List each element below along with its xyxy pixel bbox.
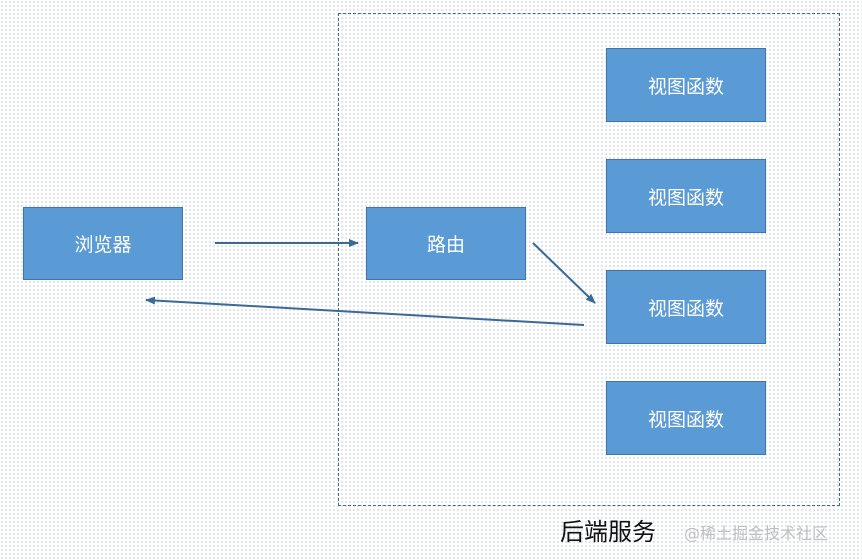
view-function-label: 视图函数	[647, 408, 724, 431]
view-function-node-3: 视图函数	[606, 270, 766, 344]
arrow-router-to-view	[532, 242, 596, 304]
arrow-view-to-browser	[145, 296, 585, 326]
router-node: 路由	[366, 207, 526, 280]
view-function-node-1: 视图函数	[606, 48, 766, 122]
backend-service-caption: 后端服务	[560, 518, 656, 546]
browser-node: 浏览器	[23, 207, 183, 280]
backend-service-frame	[338, 13, 840, 506]
browser-node-label: 浏览器	[74, 234, 132, 256]
view-function-node-2: 视图函数	[606, 159, 766, 233]
view-function-label: 视图函数	[647, 75, 724, 98]
view-function-label: 视图函数	[647, 297, 724, 320]
site-watermark: @稀土掘金技术社区	[684, 524, 829, 543]
view-function-label: 视图函数	[647, 186, 724, 209]
view-function-node-4: 视图函数	[606, 381, 766, 455]
router-node-label: 路由	[426, 234, 465, 256]
